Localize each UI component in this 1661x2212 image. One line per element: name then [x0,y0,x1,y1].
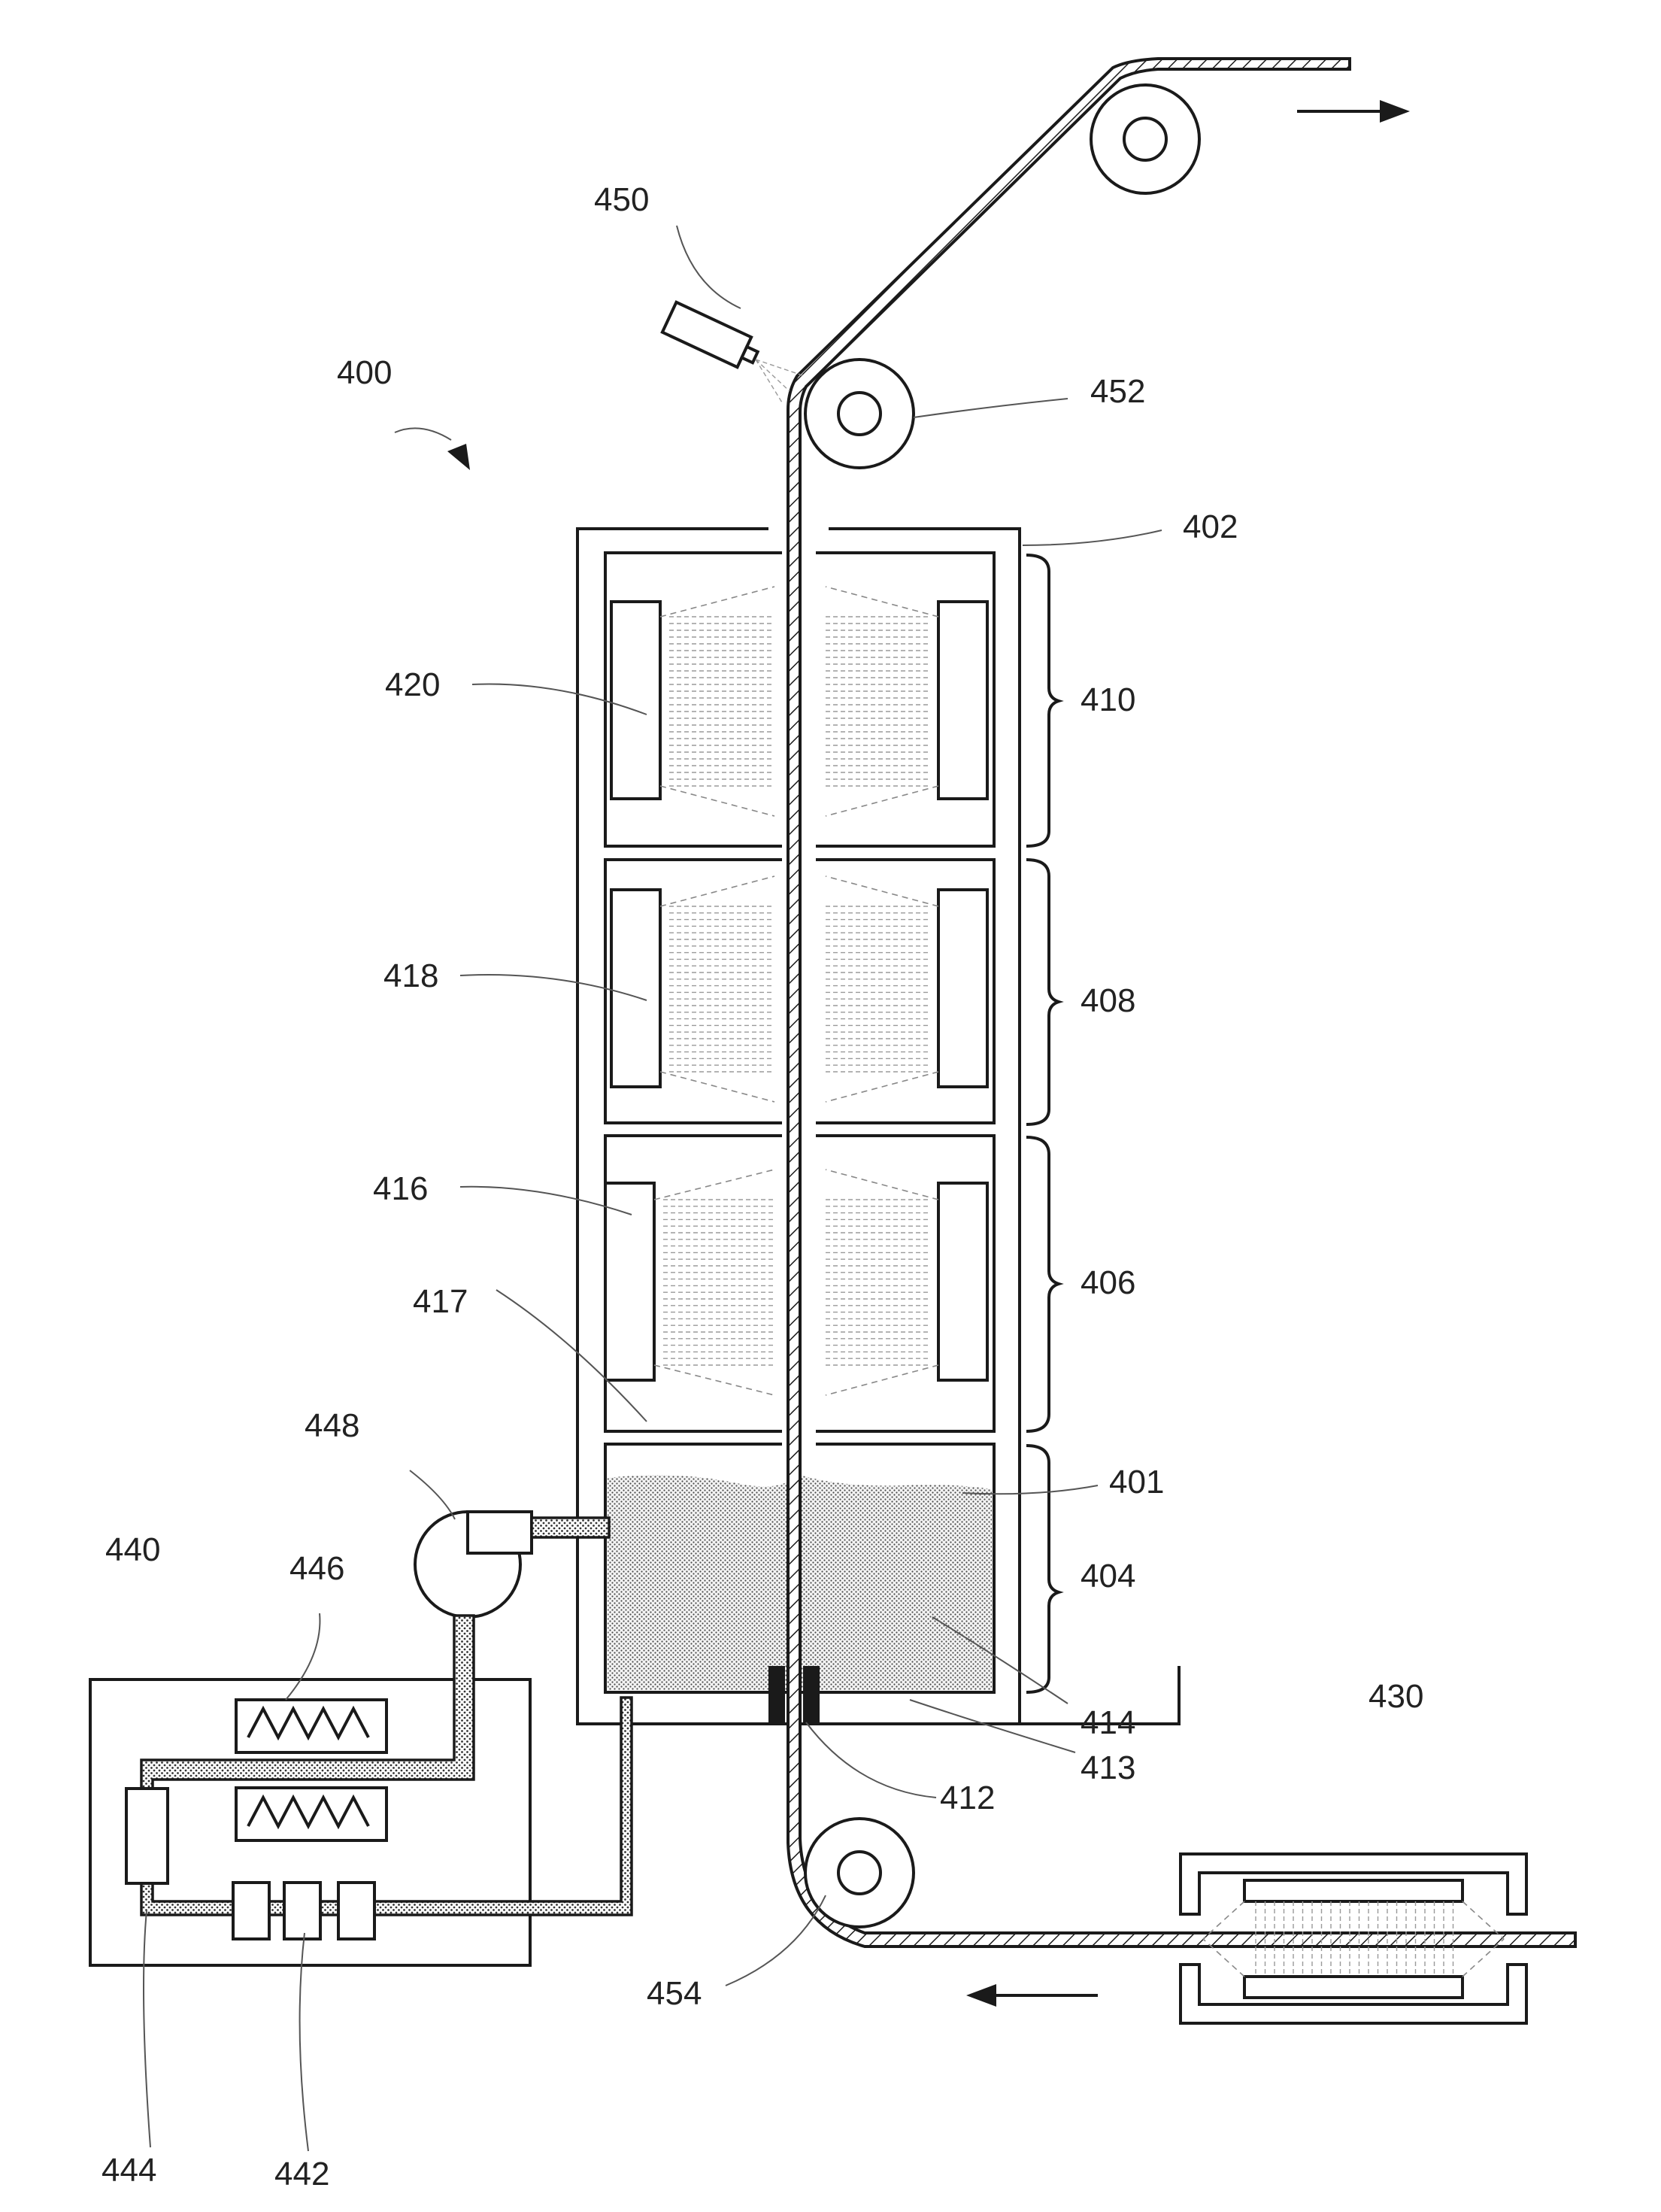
roller-top [1091,85,1199,193]
valve-442-a [233,1883,269,1939]
emitter-418-right [938,890,987,1087]
brackets [1026,555,1059,1692]
label-420: 420 [385,666,440,703]
label-452: 452 [1090,373,1145,410]
emitter-416-left [605,1183,654,1380]
label-414: 414 [1081,1704,1135,1741]
label-408: 408 [1081,982,1135,1019]
beam-line [826,587,938,617]
valve-442-c [338,1883,374,1939]
label-400: 400 [337,354,392,391]
label-412: 412 [940,1780,995,1816]
label-401: 401 [1109,1464,1164,1500]
valve-442-b [284,1883,320,1939]
label-402: 402 [1183,508,1238,545]
beam-line [660,876,774,906]
seal-412-left [768,1666,785,1725]
filter-444 [126,1789,168,1883]
beam-line [826,1365,938,1395]
roller-452 [805,360,914,468]
beam-line [660,1072,774,1102]
roller-454 [805,1819,914,1927]
beam-line [826,786,938,816]
recirculation-unit [90,1512,632,1965]
label-416: 416 [373,1170,428,1207]
label-413: 413 [1081,1749,1135,1786]
emitter-420-right [938,602,987,799]
label-417: 417 [413,1283,468,1320]
label-440: 440 [105,1531,160,1568]
label-450: 450 [594,181,649,218]
beam-line [826,1170,938,1200]
label-418: 418 [383,957,438,994]
label-430: 430 [1369,1678,1423,1715]
label-448: 448 [305,1407,359,1444]
label-410: 410 [1081,681,1135,718]
emitter-430-bottom [1244,1977,1462,1998]
beam-line [654,1365,774,1395]
beam-line [660,587,774,617]
arrow-exit-icon [1297,100,1410,123]
emitter-430-top [1244,1880,1462,1901]
emitter-420-left [611,602,660,799]
arrow-entry-icon [966,1984,1098,2007]
label-404: 404 [1081,1558,1135,1595]
sprayer-450 [662,302,805,402]
seal-412-right [803,1666,820,1725]
heat-exchanger-446-bottom [236,1788,386,1840]
emitter-416-right [938,1183,987,1380]
emitter-418-left [611,890,660,1087]
label-446: 446 [289,1550,344,1587]
arrow-400-icon [395,428,470,470]
beam-line [654,1170,774,1200]
beam-line [660,786,774,816]
label-454: 454 [647,1975,702,2012]
beam-line [826,876,938,906]
beam-line [826,1072,938,1102]
label-444: 444 [102,2152,156,2189]
label-442: 442 [274,2156,329,2192]
label-406: 406 [1081,1264,1135,1301]
